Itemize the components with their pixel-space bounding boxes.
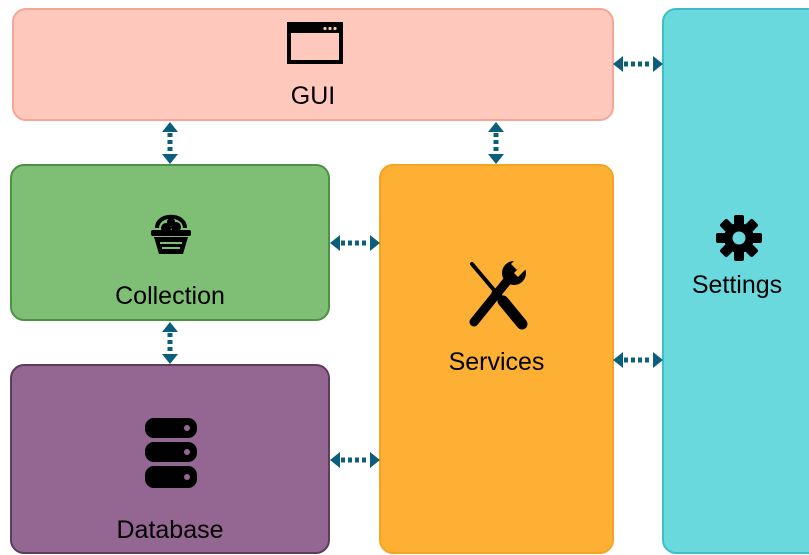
settings-block: Settings — [662, 8, 809, 554]
connector-services-settings — [613, 352, 663, 368]
connector-gui-settings — [613, 56, 663, 72]
collection-label: Collection — [115, 282, 225, 310]
gui-block: GUI — [12, 8, 614, 121]
services-block: Services — [379, 164, 614, 554]
gui-label: GUI — [290, 82, 336, 110]
services-label: Services — [448, 348, 545, 376]
database-icon — [145, 418, 197, 488]
database-block: Database — [10, 364, 330, 554]
tools-icon — [469, 260, 530, 330]
connector-collection-services — [330, 235, 380, 251]
collection-block: Collection — [10, 164, 330, 321]
connector-gui-services — [488, 122, 504, 164]
settings-label: Settings — [691, 271, 783, 299]
basket-icon — [151, 214, 191, 254]
browser-window-icon — [287, 22, 343, 64]
database-label: Database — [116, 516, 224, 544]
connector-gui-collection — [162, 122, 178, 164]
connector-collection-database — [162, 322, 178, 364]
gear-icon — [716, 215, 762, 261]
connector-database-services — [330, 452, 380, 468]
